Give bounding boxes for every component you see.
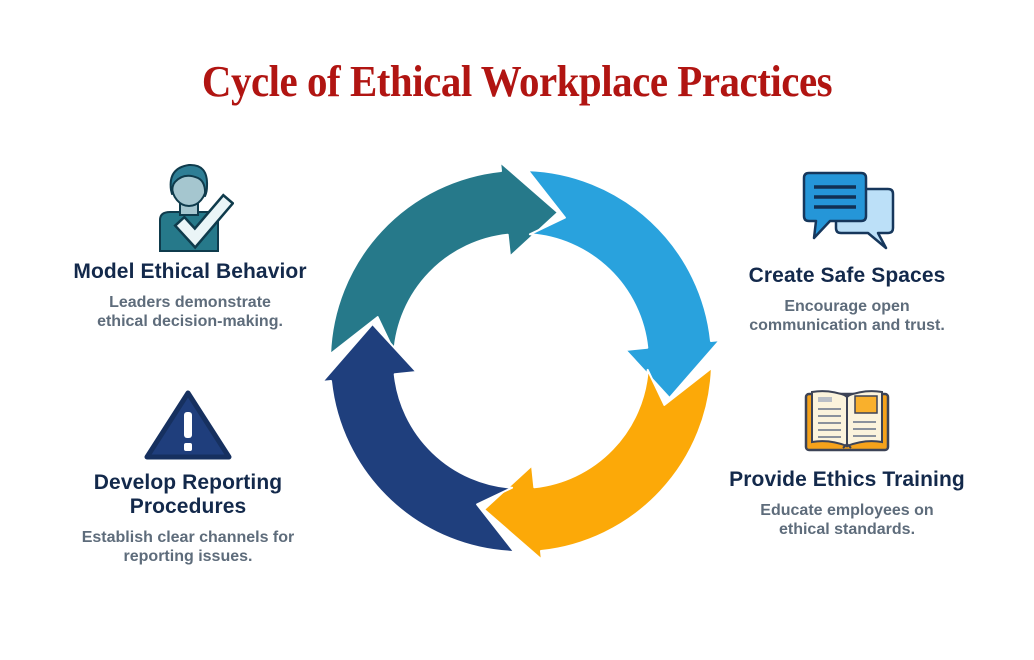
person-check-icon — [35, 158, 345, 252]
open-book-icon — [692, 384, 1002, 460]
feature-heading: Create Safe Spaces — [748, 264, 946, 287]
warning-triangle-icon — [33, 390, 343, 463]
cycle-arrow-light-blue — [526, 169, 721, 399]
cycle-arrows-diagram — [321, 161, 721, 561]
chat-bubbles-icon — [692, 168, 1002, 256]
feature-description: Establish clear channels for reporting i… — [81, 529, 295, 565]
feature-description: Educate employees on ethical standards. — [760, 502, 934, 538]
cycle-arrow-teal — [329, 161, 559, 356]
feature-heading: Develop Reporting Procedures — [93, 471, 283, 518]
feature-heading: Provide Ethics Training — [729, 468, 965, 491]
feature-heading: Model Ethical Behavior — [73, 260, 307, 283]
cycle-arrow-navy — [321, 323, 516, 553]
feature-create-safe-spaces: Create Safe Spaces Encourage open commun… — [692, 168, 1002, 335]
feature-develop-reporting-procedures: Develop Reporting Procedures Establish c… — [33, 390, 343, 566]
feature-model-ethical-behavior: Model Ethical Behavior Leaders demonstra… — [35, 158, 345, 331]
cycle-arrow-orange — [483, 366, 713, 561]
feature-provide-ethics-training: Provide Ethics Training Educate employee… — [692, 384, 1002, 539]
feature-description: Leaders demonstrate ethical decision-mak… — [97, 294, 283, 330]
feature-description: Encourage open communication and trust. — [749, 298, 945, 334]
page-title: Cycle of Ethical Workplace Practices — [201, 57, 833, 106]
